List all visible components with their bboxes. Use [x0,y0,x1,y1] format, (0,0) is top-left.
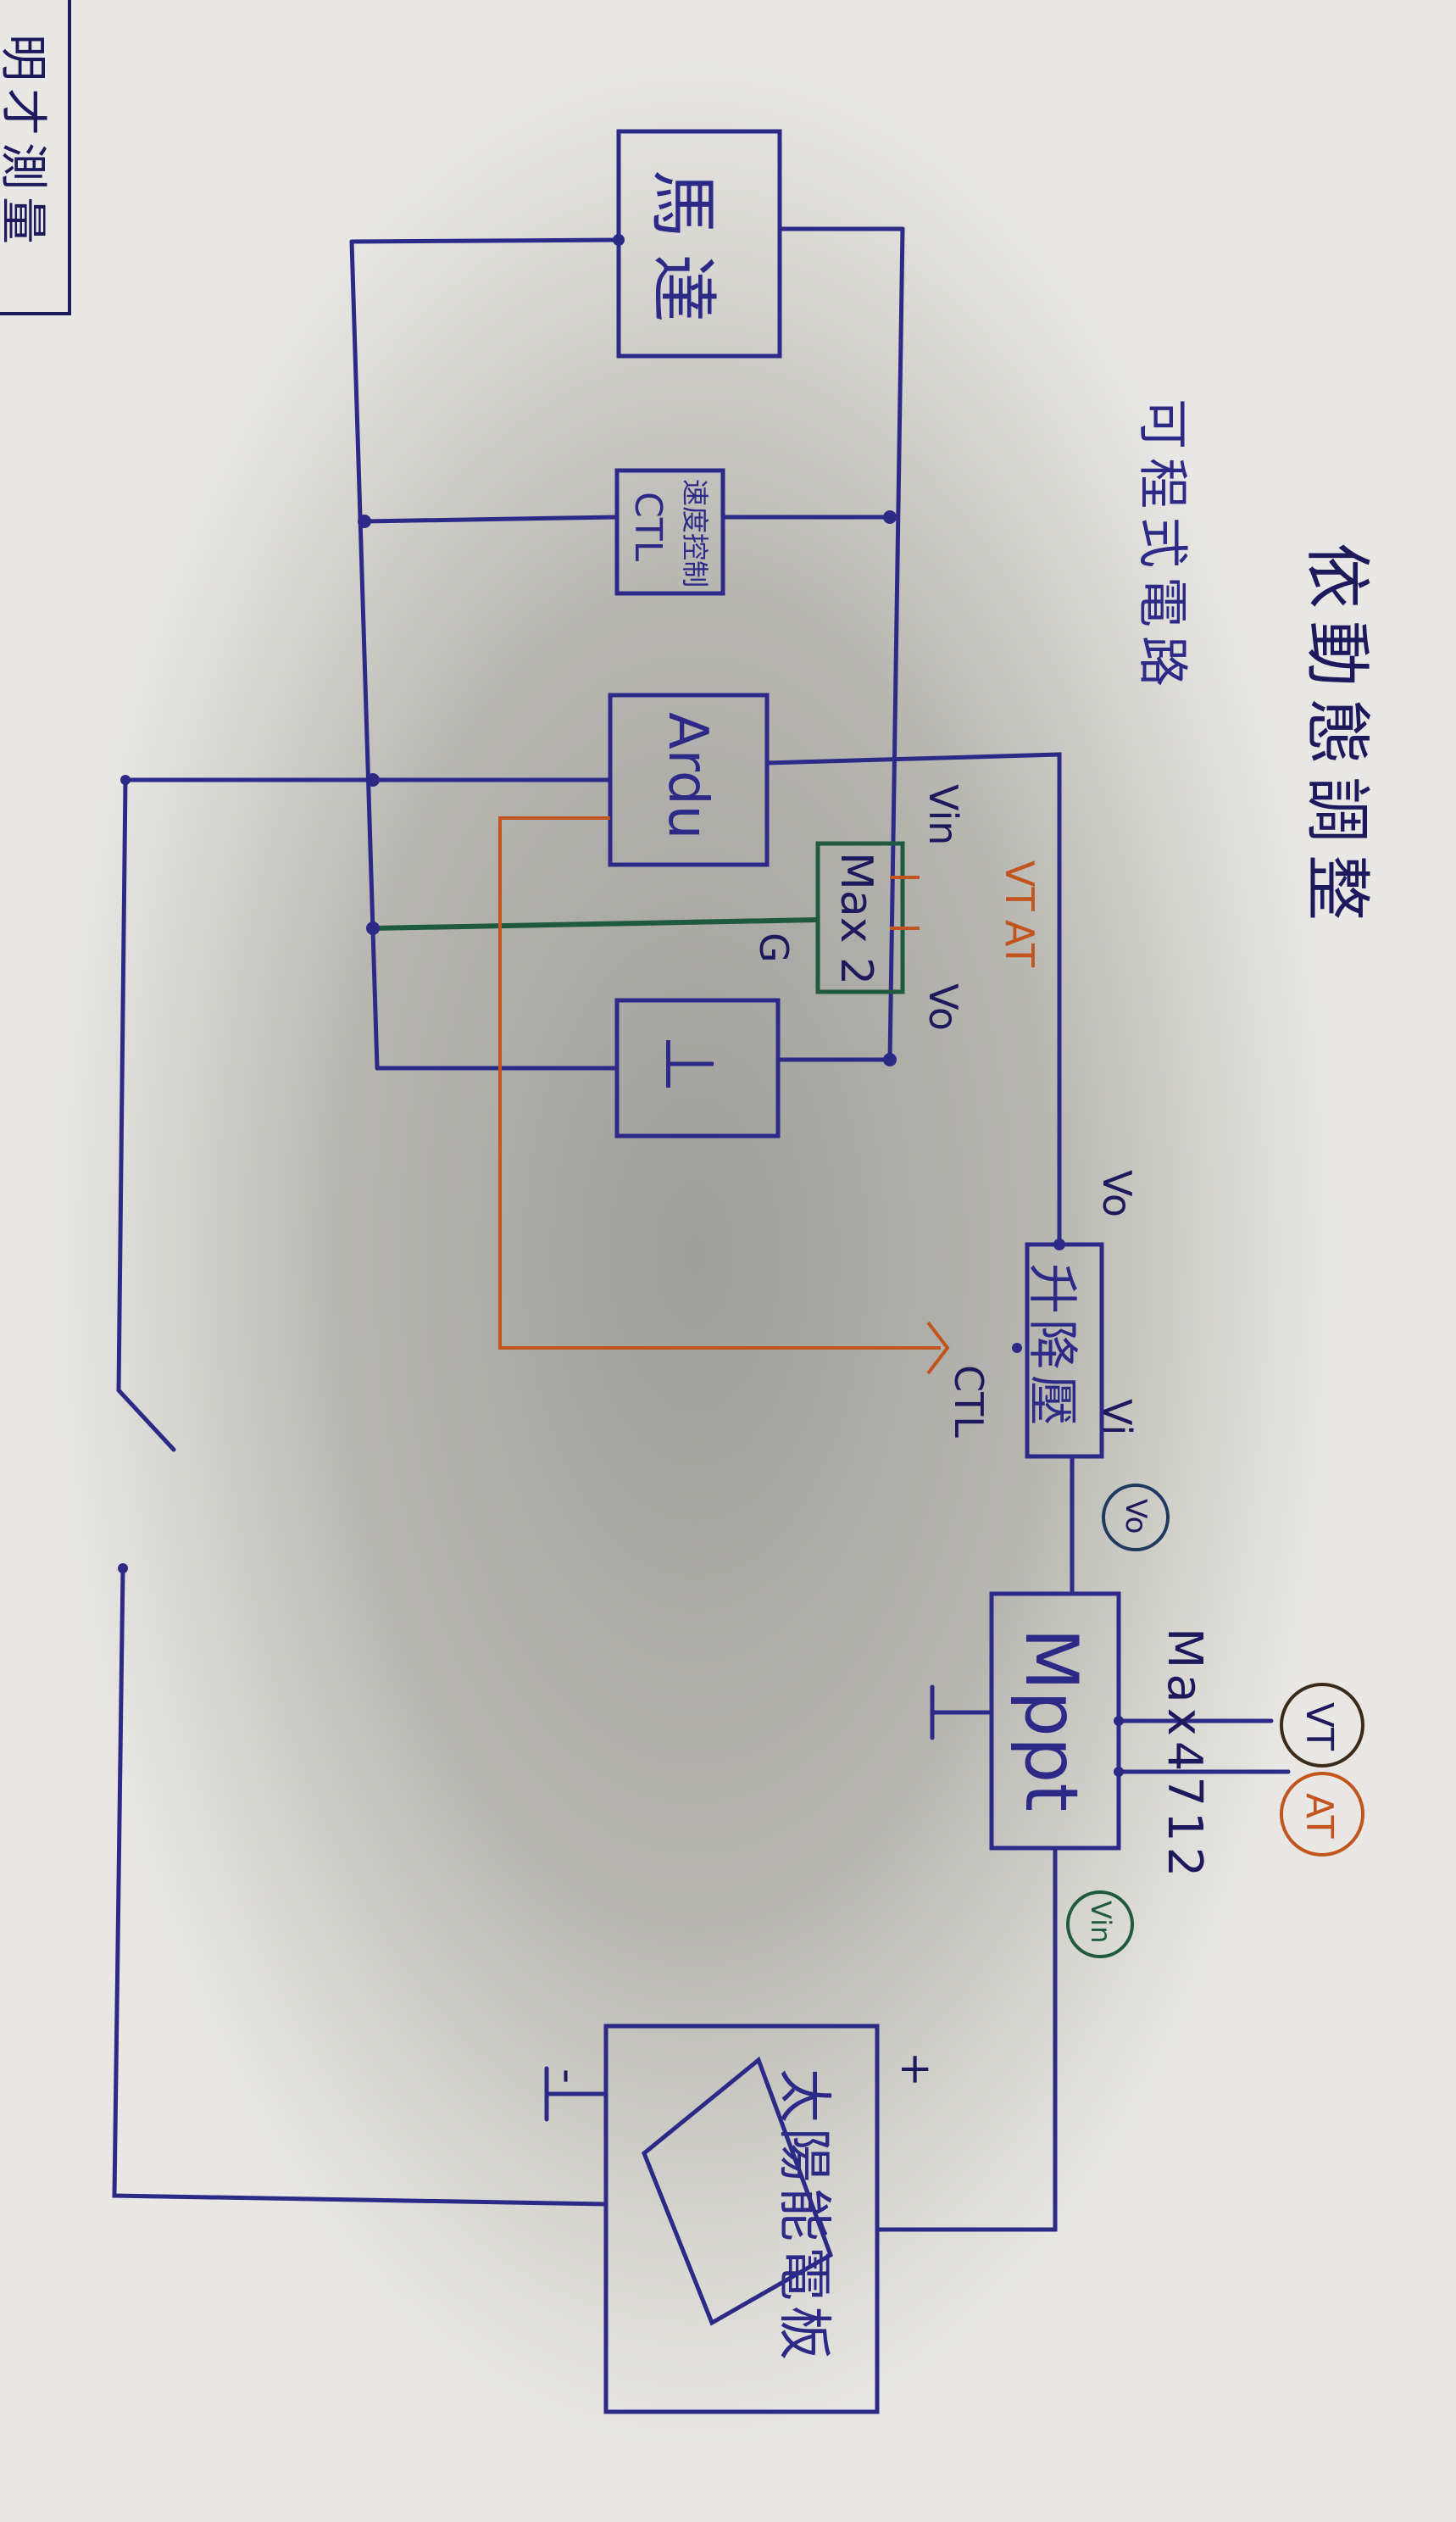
pin-at: AT [997,920,1042,967]
circled-vt-text: VT [1298,1702,1341,1751]
pin-max4712: Max4712 [1157,1628,1212,1883]
corner-box [0,0,71,315]
speed-ctl-block [614,468,725,596]
subtitle-text: 可程式電路 [1132,398,1192,695]
circled-vin-text: Vin [1085,1901,1117,1944]
circle-at [1280,1772,1364,1857]
battery-label: ⊥ [650,1034,729,1094]
pin-vi-buck: Vi [1094,1399,1140,1436]
control-wire [498,816,941,1350]
speed-ctl-label: 速度控制 [679,479,711,588]
solar-panel-icon [641,2056,834,2326]
solar-panel-label: 太陽能電板 [772,2068,835,2365]
ardu-label: Ardu [656,712,719,840]
max2-block [815,841,905,994]
circle-vin [1066,1890,1134,1958]
pin-vin-max: Vin [920,784,966,846]
pin-minus: - [544,2068,593,2085]
max2-label: Max 2 [831,852,881,986]
title-text: 依動態調整 [1298,543,1375,933]
right-rail [887,226,905,1062]
pin-ctl: CTL [946,1365,992,1438]
buck-label: 升降壓 [1022,1263,1081,1431]
speed-ctl-sublabel: CTL [626,492,670,562]
circle-vt [1280,1683,1364,1768]
switch-wire [116,777,176,1452]
pin-plus: + [892,2052,941,2087]
left-rail [349,239,380,1071]
mppt-label: Mppt [1009,1628,1093,1812]
pin-g: G [751,933,797,963]
pin-vo-buck: Vo [1094,1170,1140,1218]
motor-label: 馬達 [643,170,722,339]
circle-vo [1102,1484,1170,1551]
ground-wire [372,917,819,931]
solar-panel-block [603,2024,880,2414]
circled-at-text: AT [1298,1793,1341,1839]
corner-text: 明才測量 [0,34,50,251]
pin-vo-max: Vo [920,983,966,1032]
circled-vo-text: Vo [1119,1499,1153,1534]
pin-vt: VT [997,860,1042,911]
